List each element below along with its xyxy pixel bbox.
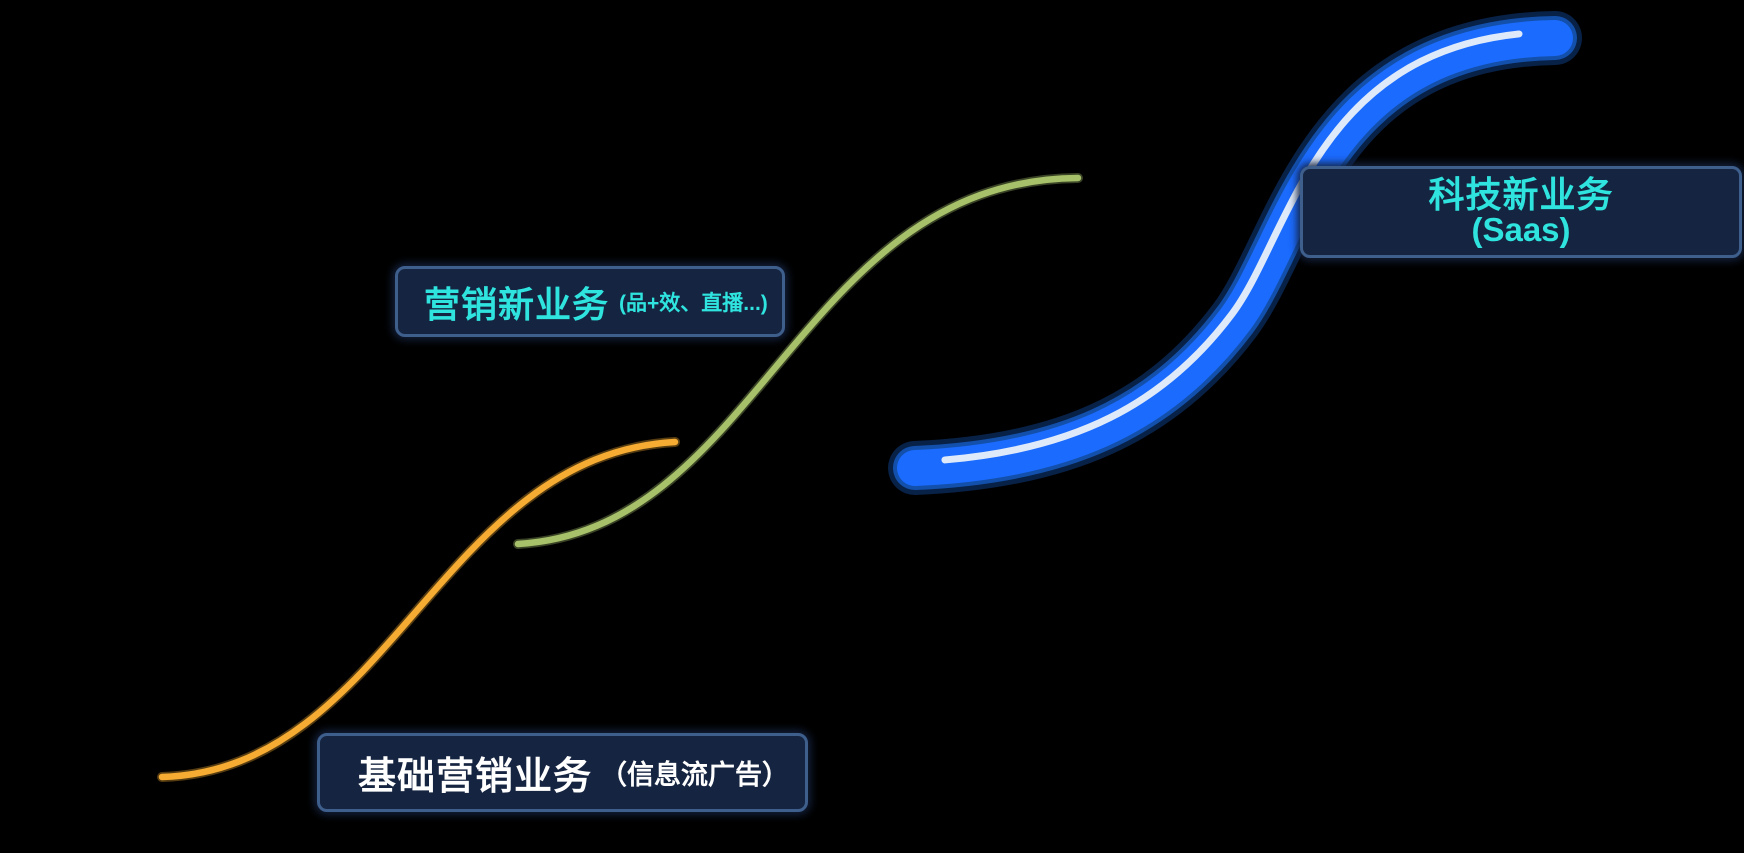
new-marketing-curve <box>513 173 1083 549</box>
tech-curve-highlight <box>908 28 1556 466</box>
label-new-marketing: 营销新业务 (品+效、直播...) <box>395 266 785 337</box>
tech-curve <box>888 11 1582 495</box>
basic-marketing-curve <box>157 437 680 782</box>
tech-curve-highlight-group <box>908 28 1556 466</box>
label-basic-marketing: 基础营销业务 （信息流广告） <box>317 733 808 812</box>
new-marketing-curve-glow <box>513 173 1083 549</box>
label-tech: 科技新业务 (Saas) <box>1300 166 1742 258</box>
basic-marketing-subtitle: （信息流广告） <box>600 760 790 790</box>
new-marketing-curve-path <box>514 174 1082 548</box>
tech-subtitle: (Saas) <box>1471 210 1571 248</box>
tech-title: 科技新业务 <box>1428 173 1614 215</box>
tech-curve-path <box>897 20 1573 486</box>
new-marketing-subtitle: (品+效、直播...) <box>619 291 768 315</box>
new-marketing-title: 营销新业务 <box>424 283 610 325</box>
basic-marketing-title: 基础营销业务 <box>358 756 593 798</box>
basic-marketing-curve-path <box>158 438 679 781</box>
